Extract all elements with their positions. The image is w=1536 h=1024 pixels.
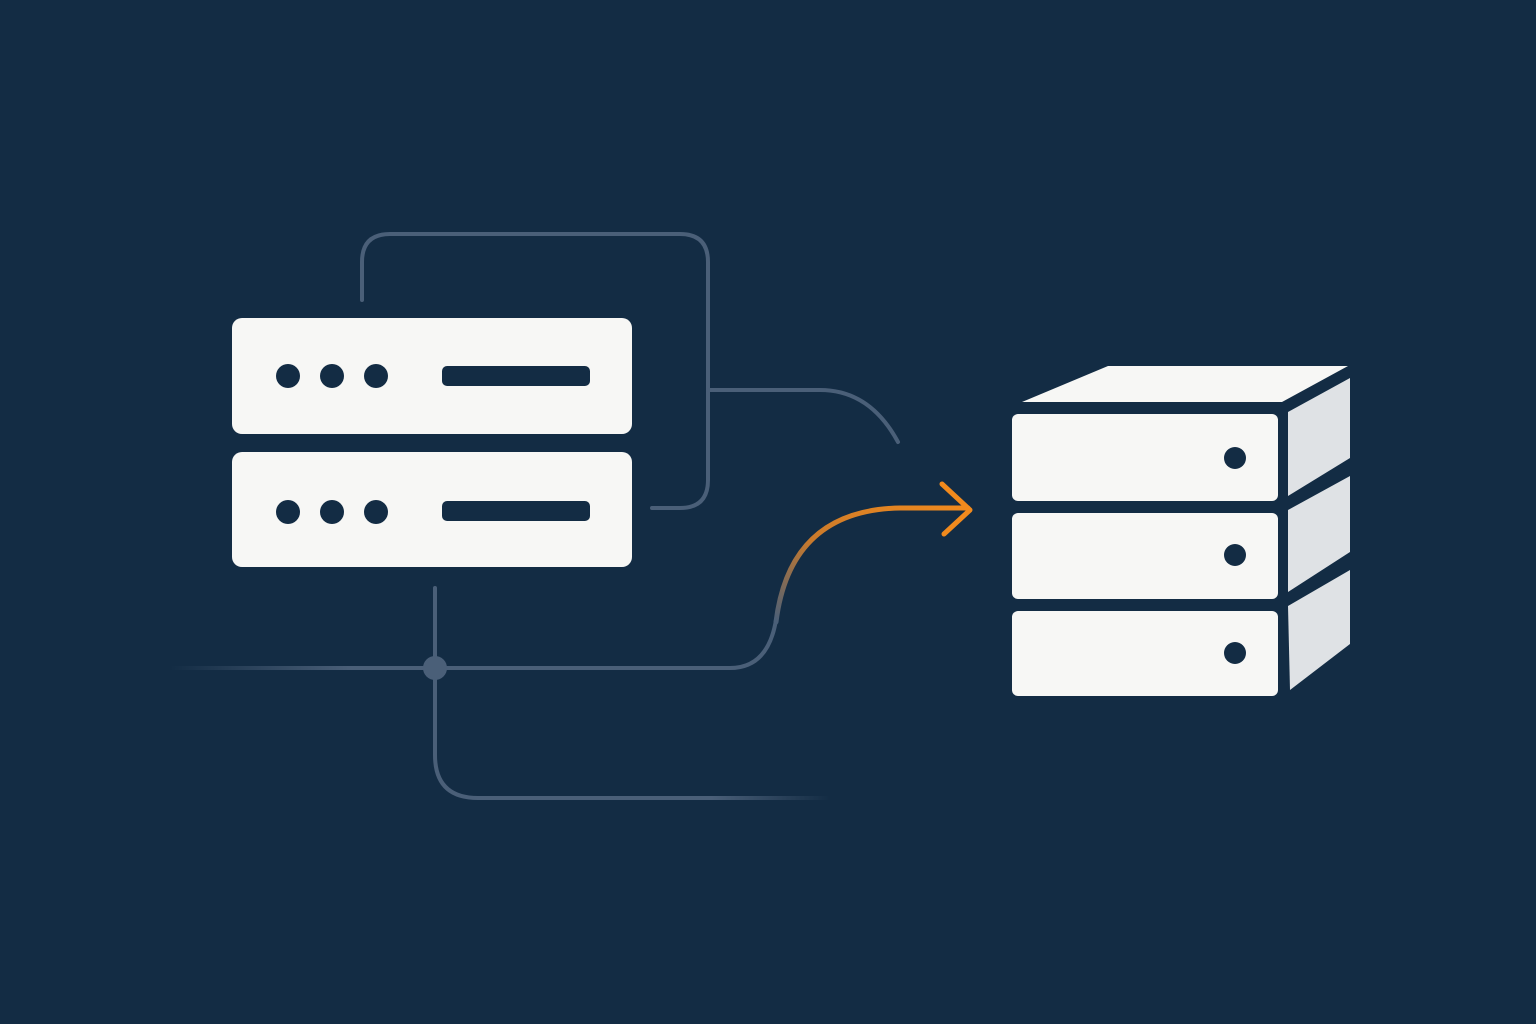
status-led [320,364,344,388]
status-led [276,364,300,388]
connector-horizontal [168,618,778,670]
status-led [364,364,388,388]
status-led [1224,544,1246,566]
server-rack-icon [232,318,632,567]
connector-loop [360,232,710,510]
storage-unit [1012,513,1278,599]
server-unit [232,452,632,567]
storage-unit [1012,611,1278,696]
arrow-shaft [773,505,971,625]
drive-slot [442,501,590,521]
stack-side [1288,378,1350,496]
status-led [1224,642,1246,664]
status-led [364,500,388,524]
connector-lines [168,58,900,800]
drive-slot [442,366,590,386]
status-led [276,500,300,524]
stack-side [1288,476,1350,592]
stack-top [1022,366,1348,402]
connector-down [433,586,832,800]
migration-arrow [773,481,973,625]
storage-unit [1012,414,1278,501]
connector-right-curve [706,388,900,444]
stack-side [1288,570,1350,690]
status-led [1224,447,1246,469]
junction-node [423,656,447,680]
status-led [320,500,344,524]
arrow-right-icon [939,481,973,537]
storage-stack-icon [1012,366,1350,696]
server-unit [232,318,632,434]
